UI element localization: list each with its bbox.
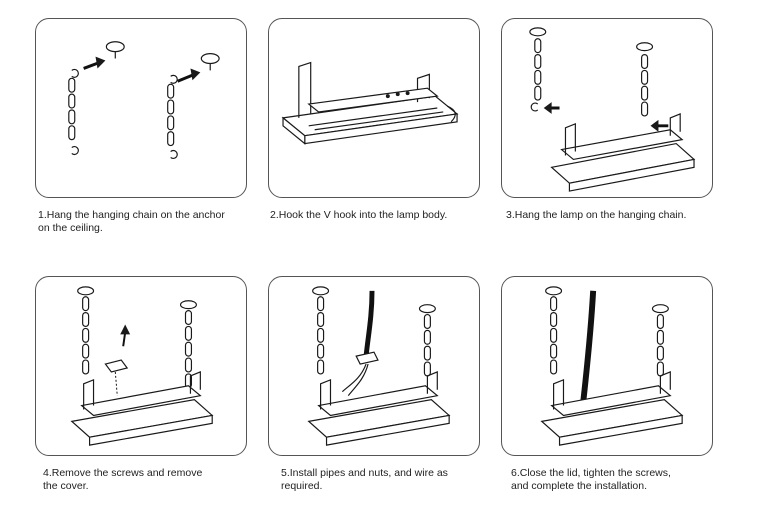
- arrow-icon: [83, 56, 201, 83]
- step-4-illustration: [35, 276, 247, 456]
- lamp-body: [70, 371, 214, 446]
- ceiling-anchor-left: [77, 286, 95, 296]
- ceiling-anchor-right: [651, 304, 669, 314]
- lamp-body: [550, 113, 696, 192]
- step-5-caption: 5.Install pipes and nuts, and wire as re…: [281, 467, 448, 492]
- hook-motion-arrow: [446, 105, 456, 123]
- step-5-illustration: [268, 276, 480, 456]
- arrow-icon: [120, 324, 131, 347]
- ceiling-anchor-left: [312, 286, 330, 296]
- step-1-illustration: [35, 18, 247, 198]
- conduit-pipe: [341, 290, 379, 397]
- hanging-chain-right: [167, 74, 178, 159]
- ceiling-anchor-right: [636, 42, 654, 52]
- ceiling-anchor-right: [418, 304, 436, 314]
- hanging-chain-right: [656, 313, 664, 377]
- step-3-illustration: [501, 18, 713, 198]
- lamp-body: [540, 371, 684, 446]
- ceiling-anchor-right: [179, 300, 197, 310]
- hanging-chain-right: [641, 54, 649, 117]
- hanging-chain-left: [68, 68, 79, 156]
- ceiling-anchor-left: [105, 41, 125, 59]
- hanging-chain-left: [82, 296, 90, 375]
- hanging-chain-left: [317, 296, 325, 375]
- hanging-chain-left: [530, 38, 542, 112]
- ceiling-anchor-left: [529, 27, 547, 37]
- cover-plate: [104, 359, 129, 396]
- step-6-illustration: [501, 276, 713, 456]
- ceiling-anchor-right: [200, 53, 220, 71]
- step-3-caption: 3.Hang the lamp on the hanging chain.: [506, 209, 687, 221]
- lamp-body: [307, 371, 451, 446]
- hanging-chain-left: [550, 296, 558, 375]
- step-2-illustration: [268, 18, 480, 198]
- step-4-caption: 4.Remove the screws and remove the cover…: [43, 467, 203, 492]
- arrow-icon: [543, 102, 669, 132]
- conduit-pipe: [580, 290, 597, 402]
- step-1-caption: 1.Hang the hanging chain on the anchor o…: [38, 209, 225, 234]
- step-6-caption: 6.Close the lid, tighten the screws, and…: [511, 467, 671, 492]
- hanging-chain-right: [423, 313, 431, 377]
- ceiling-anchor-left: [545, 286, 563, 296]
- step-2-caption: 2.Hook the V hook into the lamp body.: [270, 209, 448, 221]
- lamp-circuit-top: [307, 87, 439, 113]
